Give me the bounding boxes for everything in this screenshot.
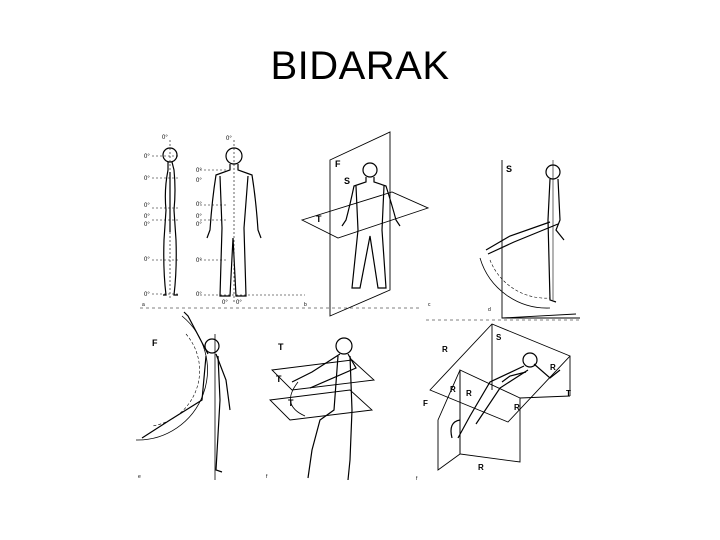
angle-label: 0° [144,292,150,298]
angle-label: 0° [196,292,202,298]
plane-label: R [450,385,456,394]
angle-label: 0° [144,214,150,220]
panel-c-plane-labels: F S T [316,159,350,224]
plane-label: T [566,389,571,398]
angle-label: 0° [196,202,202,208]
angle-label: 0° [226,136,232,142]
panel-b-reference-lines [200,140,305,304]
plane-label: S [496,333,502,342]
plane-label: R [442,345,448,354]
slide-title: BIDARAK [270,44,450,88]
panel-f-plane-labels: T T T [276,342,294,408]
panel-caption: a [142,302,145,308]
angle-label: 0° [236,300,242,306]
panel-g-plane-labels: S R R R F R R T R [423,333,571,472]
plane-label: F [335,159,341,169]
panel-caption: c [428,302,431,308]
angle-label: 0° [196,222,202,228]
angle-label: 0° [144,203,150,209]
plane-label: R [550,363,556,372]
panel-d-sagittal-movement: S d [479,160,580,319]
plane-label: F [423,399,428,408]
panel-d-figure [485,160,565,303]
panel-separators [140,307,580,321]
body-planes-figure: 0° 0° 0° 0° 0° 0° 0° 0° a 0° 0° 0 [135,131,580,482]
panel-d-motion-arc-inner [489,259,551,299]
panel-caption: d [488,307,491,313]
panel-a-angle-labels: 0° 0° 0° 0° 0° 0° 0° 0° [144,135,168,298]
plane-label: T [278,342,284,352]
panel-a-figure [162,147,178,296]
panel-caption: e [138,474,141,480]
panel-f-figure [291,337,357,481]
panel-e-frontal-movement: F e [135,311,231,480]
panel-g-combined-planes: S R R R F R R T R f [416,323,571,482]
panel-e-motion-arc-inner [151,333,200,427]
angle-label: 0° [144,176,150,182]
panel-c-body-planes: F S T c [300,131,431,317]
panel-caption: f [416,476,418,482]
angle-label: 0° [144,257,150,263]
angle-label: 0° [144,154,150,160]
plane-label: T [288,398,294,408]
panel-f-planes [269,359,376,421]
angle-label: 0° [196,258,202,264]
plane-label: S [506,164,512,174]
panel-f-transverse-movement: T T T f [266,337,376,481]
panel-g-boxes [429,323,571,471]
angle-label: 0° [144,222,150,228]
panel-e-motion-arc [135,315,208,441]
panel-caption: f [266,474,268,480]
panel-a-side-view: 0° 0° 0° 0° 0° 0° 0° 0° a [142,135,180,308]
plane-label: T [316,214,322,224]
angle-label: 0° [162,135,168,141]
angle-label: 0° [196,178,202,184]
angle-label: 0° [196,168,202,174]
plane-label: F [152,338,158,348]
plane-label: S [344,176,350,186]
panel-caption: b [304,302,307,308]
panel-d-motion-arc [479,257,551,309]
panel-c-figure [341,162,401,289]
plane-label: R [514,403,520,412]
panel-b-front-view: 0° 0° 0° 0° 0° 0° 0° 0° 0° 0° b [196,136,307,308]
angle-label: 0° [196,214,202,220]
panel-c-planes [300,131,430,317]
panel-b-figure [206,147,262,297]
panel-b-angle-labels: 0° 0° 0° 0° 0° 0° 0° 0° 0° 0° [196,136,242,306]
plane-label: R [466,389,472,398]
panel-f-rotation-arc [290,381,306,417]
angle-label: 0° [222,300,228,306]
panel-a-reference-lines [152,140,180,298]
panel-g-figure [450,352,561,439]
panel-d-frame [501,160,580,319]
panel-e-figure [141,311,231,473]
plane-label: R [478,463,484,472]
plane-label: T [276,374,282,384]
